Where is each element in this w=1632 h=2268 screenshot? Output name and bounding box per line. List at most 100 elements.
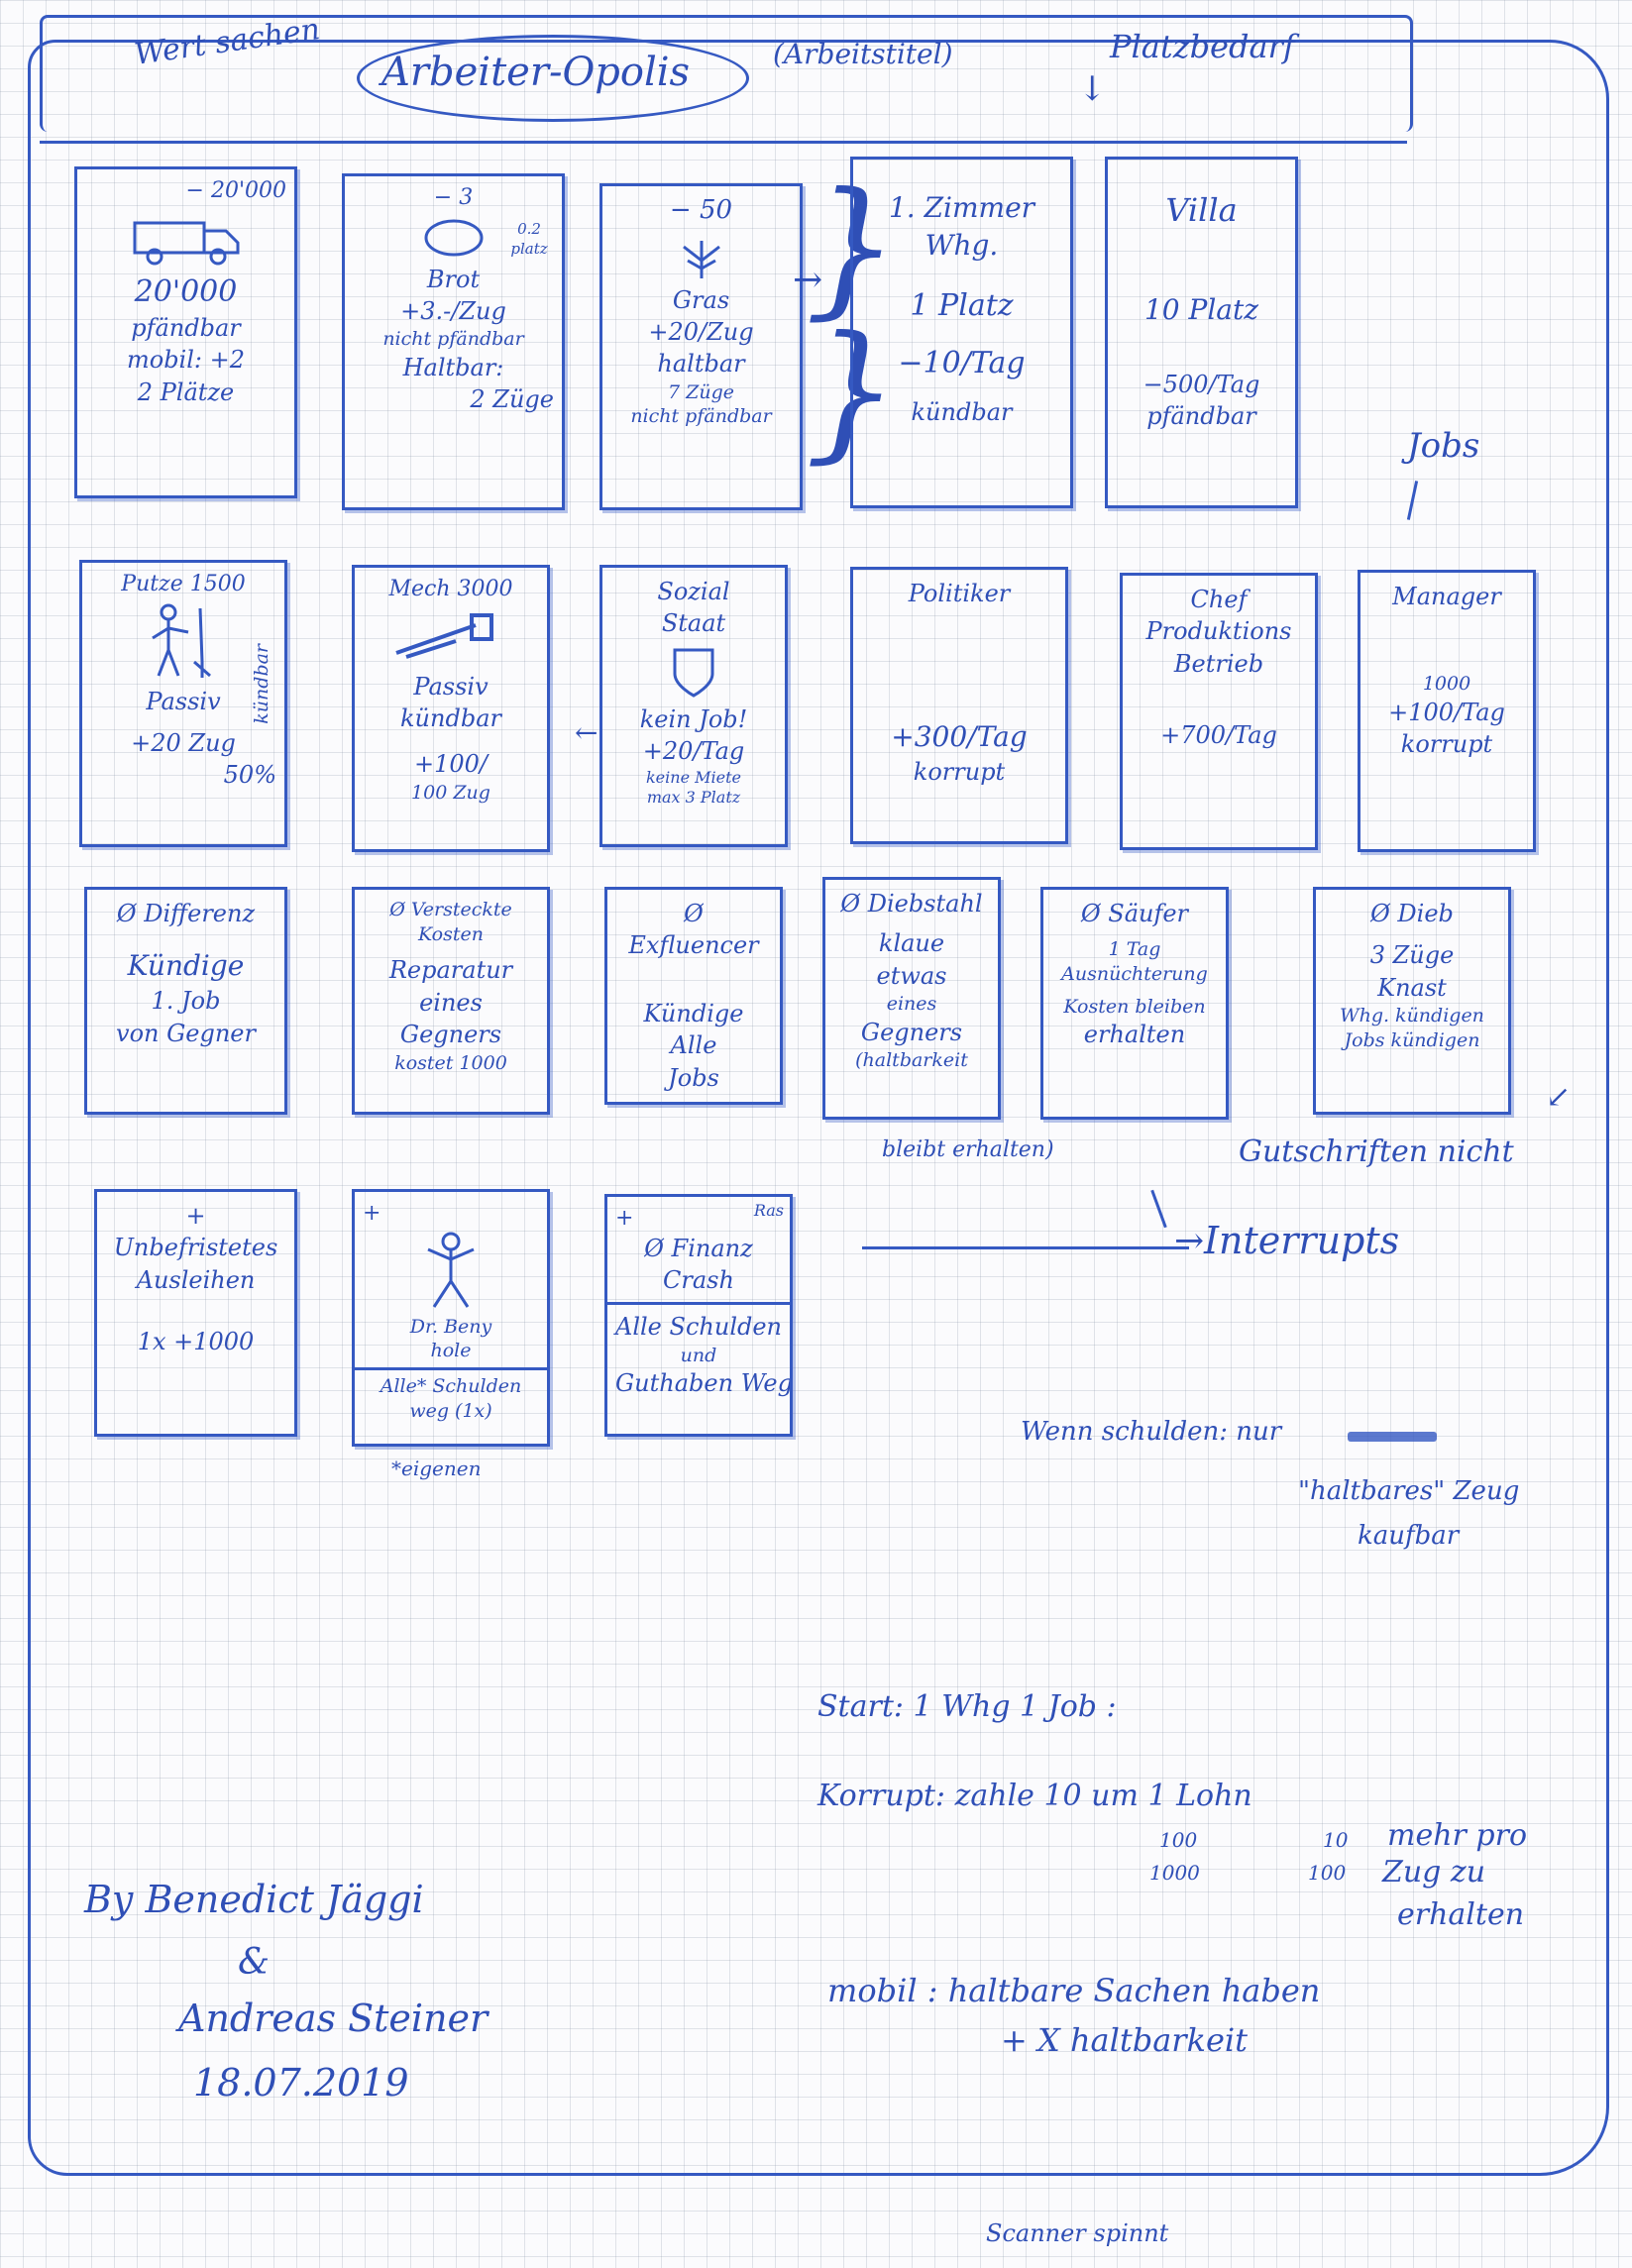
card-line: Haltbar: bbox=[402, 353, 504, 381]
card-line: +100/ bbox=[413, 750, 488, 779]
arrow-right-icon: → bbox=[1174, 1221, 1205, 1261]
card-line: Jobs bbox=[668, 1063, 719, 1092]
card-line: −500/Tag bbox=[1142, 370, 1260, 398]
mobil-rule: mobil : haltbare Sachen haben bbox=[827, 1972, 1321, 2009]
card-line: Ø Diebstahl bbox=[840, 890, 983, 918]
card-line: Kosten bbox=[418, 922, 484, 945]
schulden-note-line1: Wenn schulden: nur bbox=[1021, 1417, 1282, 1447]
card-line: Guthaben Weg bbox=[615, 1369, 793, 1398]
card-line: 1. Zimmer bbox=[888, 191, 1035, 224]
card-villa: Villa 10 Platz −500/Tag pfändbar bbox=[1105, 157, 1298, 508]
card-line: eines bbox=[886, 993, 937, 1016]
card-line: +3.-/Zug bbox=[400, 296, 506, 325]
card-line: etwas bbox=[876, 961, 947, 990]
card-line: 1. Job bbox=[151, 987, 221, 1016]
truck-icon bbox=[133, 221, 239, 265]
interrupts-arrow-line bbox=[862, 1246, 1189, 1249]
wrench-icon bbox=[395, 612, 493, 659]
arrow-down-icon: ↓ bbox=[1078, 69, 1107, 109]
signature-date: 18.07.2019 bbox=[193, 2061, 409, 2105]
korrupt-rule-1000: 1000 bbox=[1149, 1861, 1200, 1885]
card-sozialstaat: Sozial Staat kein Job! +20/Tag keine Mie… bbox=[599, 565, 788, 847]
card-line: klaue bbox=[878, 929, 945, 958]
korrupt-rule: Korrupt: zahle 10 um 1 Lohn bbox=[817, 1779, 1252, 1813]
card-line: 1 Tag bbox=[1108, 938, 1161, 961]
card-line: +700/Tag bbox=[1160, 721, 1277, 750]
card-dr-beny: + Dr. Beny hole Alle* Schulden weg (1x) bbox=[352, 1189, 550, 1447]
card-action-versteckte-kosten: Ø Versteckte Kosten Reparatur eines Gegn… bbox=[352, 887, 550, 1115]
schulden-note-line3: kaufbar bbox=[1358, 1521, 1460, 1551]
card-line: 7 Züge bbox=[668, 380, 734, 403]
broom-figure-icon bbox=[152, 603, 211, 678]
card-line: Crash bbox=[663, 1265, 734, 1294]
korrupt-rule-10: 10 bbox=[1323, 1828, 1349, 1852]
card-line: + Unbefristetes bbox=[113, 1202, 278, 1262]
card-line: 50% bbox=[223, 761, 276, 790]
card-line: Jobs kündigen bbox=[1344, 1028, 1480, 1051]
dr-beny-footnote: *eigenen bbox=[391, 1457, 482, 1480]
card-line: korrupt bbox=[1400, 730, 1493, 759]
signature-line2: & bbox=[238, 1942, 271, 1983]
card-cost: − 20'000 bbox=[185, 178, 286, 203]
card-line: Knast bbox=[1377, 973, 1447, 1002]
korrupt-rule-100b: 100 bbox=[1308, 1861, 1347, 1885]
scanner-note: Scanner spinnt bbox=[986, 2219, 1169, 2247]
card-line: erhalten bbox=[1083, 1021, 1186, 1049]
mobil-rule-2: + X haltbarkeit bbox=[1001, 2021, 1248, 2059]
card-line: Passiv bbox=[146, 687, 221, 715]
card-corner: 0.2 platz bbox=[510, 220, 548, 258]
card-action-saeufer: Ø Säufer 1 Tag Ausnüchterung Kosten blei… bbox=[1040, 887, 1229, 1120]
card-line: kündbar bbox=[400, 703, 501, 732]
card-line: Alle Schulden bbox=[615, 1313, 783, 1342]
card-vehicle: − 20'000 20'000 pfändbar mobil: +2 2 Plä… bbox=[74, 166, 297, 498]
card-gras: − 50 Gras +20/Zug haltbar 7 Züge nicht p… bbox=[599, 183, 803, 510]
header-subtitle: (Arbeitstitel) bbox=[773, 38, 953, 70]
card-line: haltbar bbox=[657, 350, 745, 378]
card-finanzcrash: + Ras Ø Finanz Crash Alle Schulden und G… bbox=[604, 1194, 793, 1437]
card-line: +300/Tag bbox=[891, 720, 1028, 754]
card-line: Kündige bbox=[643, 999, 744, 1027]
card-line: Ø Finanz bbox=[644, 1234, 753, 1262]
header-bracket bbox=[40, 15, 1413, 132]
card-line: Produktions bbox=[1145, 617, 1292, 646]
card-job-putze: Putze 1500 kündbar Passiv +20 Zug 50% bbox=[79, 560, 287, 847]
card-line: kündbar bbox=[911, 397, 1013, 426]
card-job-chef: Chef Produktions Betrieb +700/Tag bbox=[1120, 573, 1318, 850]
card-line: Betrieb bbox=[1173, 649, 1264, 678]
card-title: Putze 1500 bbox=[121, 572, 246, 596]
card-line: max 3 Platz bbox=[646, 788, 741, 808]
card-line: Gras bbox=[672, 285, 730, 314]
card-line: kein Job! bbox=[639, 704, 748, 733]
card-line: 3 Züge bbox=[1369, 941, 1455, 970]
card-job-manager: Manager 1000 +100/Tag korrupt bbox=[1358, 570, 1536, 852]
diebstahl-note: bleibt erhalten) bbox=[882, 1137, 1054, 1162]
arrow-down-left-icon: ↙ bbox=[1546, 1080, 1572, 1115]
card-line: Brot bbox=[426, 265, 481, 293]
card-line: keine Miete bbox=[645, 767, 741, 787]
bread-icon bbox=[424, 219, 483, 256]
card-line: 2 Züge bbox=[470, 385, 554, 414]
signature-line3: Andreas Steiner bbox=[178, 1997, 489, 2040]
header-bracket-bottom bbox=[40, 127, 1407, 144]
stick-figure-icon bbox=[427, 1232, 475, 1308]
card-line: (haltbarkeit bbox=[855, 1049, 968, 1072]
card-action-dieb: Ø Dieb 3 Züge Knast Whg. kündigen Jobs k… bbox=[1313, 887, 1511, 1115]
interrupts-label: Interrupts bbox=[1204, 1219, 1400, 1262]
card-line: Gegners bbox=[399, 1021, 502, 1049]
card-action-diebstahl: Ø Diebstahl klaue etwas eines Gegners (h… bbox=[822, 877, 1001, 1120]
card-line: +100/Tag bbox=[1388, 699, 1505, 727]
card-line: Whg. bbox=[925, 228, 999, 262]
card-line: pfändbar bbox=[131, 314, 241, 342]
card-line: 1000 bbox=[1422, 673, 1471, 696]
card-line: Politiker bbox=[908, 580, 1011, 607]
korrupt-rule-zug: Zug zu bbox=[1382, 1855, 1486, 1890]
card-line: mobil: +2 bbox=[126, 346, 245, 375]
shield-icon bbox=[673, 648, 714, 698]
card-line: nicht pfändbar bbox=[630, 405, 772, 428]
card-line: Ø Differenz bbox=[116, 900, 256, 927]
card-title: Mech 3000 bbox=[388, 577, 513, 601]
scribble-mark bbox=[1348, 1432, 1437, 1442]
page-outline bbox=[28, 40, 1609, 2176]
card-job-mech: Mech 3000 Passiv kündbar +100/ 100 Zug bbox=[352, 565, 550, 852]
card-line: Ø Versteckte bbox=[389, 899, 512, 920]
